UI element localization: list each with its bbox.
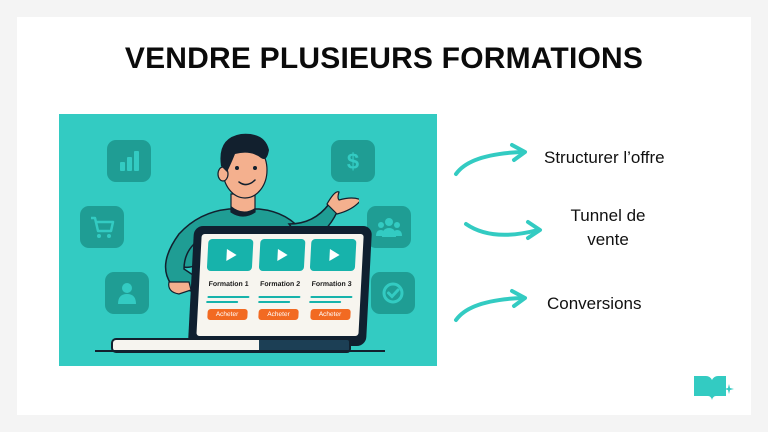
description-line (206, 296, 249, 298)
check-circle-icon (371, 272, 415, 314)
course-title: Formation 2 (259, 281, 301, 288)
buy-button[interactable]: Acheter (258, 309, 299, 320)
ground-line (95, 350, 385, 352)
arrow-icon (454, 143, 527, 176)
play-icon[interactable] (309, 239, 357, 271)
course-card-3[interactable]: Formation 3 Acheter (306, 239, 358, 331)
description-line (206, 301, 239, 303)
illustration: $ (59, 114, 437, 366)
step-sales-funnel: Tunnel de vente (570, 206, 646, 249)
play-icon[interactable] (206, 239, 254, 271)
user-icon (105, 272, 149, 314)
laptop-base-shadow (259, 338, 351, 353)
description-line (258, 296, 301, 298)
buy-button[interactable]: Acheter (309, 309, 351, 320)
play-icon[interactable] (258, 239, 305, 271)
step-structure-offer: Structurer l’offre (544, 148, 665, 167)
laptop-screen: Formation 1 Acheter Formation 2 Acheter … (187, 226, 373, 346)
course-card-2[interactable]: Formation 2 Acheter (254, 239, 306, 331)
arrow-icon (454, 289, 527, 322)
svg-text:$: $ (347, 149, 359, 174)
book-sparkle-icon (694, 376, 734, 400)
group-icon (367, 206, 411, 248)
course-list: Formation 1 Acheter Formation 2 Acheter … (196, 234, 364, 336)
description-line (257, 301, 290, 303)
page-title: VENDRE PLUSIEURS FORMATIONS (124, 42, 644, 75)
description-line (309, 296, 352, 298)
description-line (309, 301, 342, 303)
shopping-cart-icon (80, 206, 124, 248)
buy-button[interactable]: Acheter (206, 309, 248, 320)
steps-list: Structurer l’offre Tunnel de vente Conve… (440, 130, 740, 340)
dollar-icon: $ (331, 140, 375, 182)
step-conversions: Conversions (547, 294, 642, 313)
course-title: Formation 1 (208, 281, 249, 288)
bar-chart-icon (107, 140, 151, 182)
arrow-icon (464, 220, 542, 240)
course-card-1[interactable]: Formation 1 Acheter (203, 239, 255, 331)
course-title: Formation 3 (311, 281, 352, 288)
